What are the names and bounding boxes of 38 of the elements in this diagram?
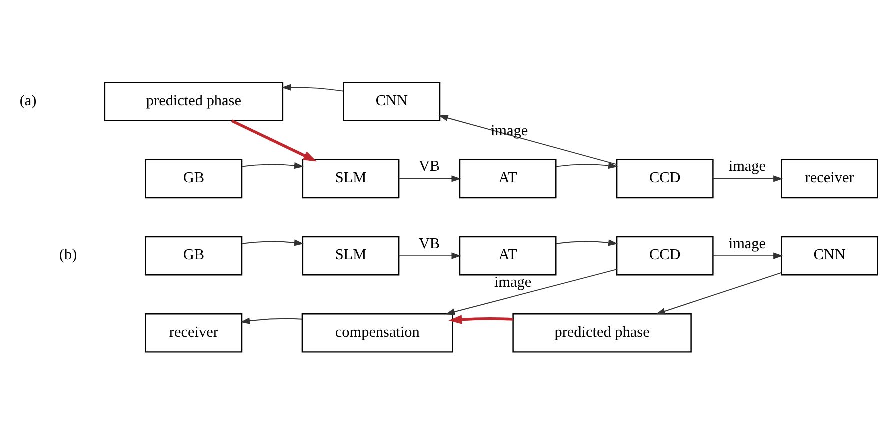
arrow	[556, 240, 618, 246]
node-box: GB	[145, 236, 243, 276]
node-box: SLM	[302, 236, 400, 276]
arrow	[282, 84, 344, 92]
arrow	[438, 115, 618, 166]
node-box: CNN	[781, 236, 878, 276]
node-box: AT	[459, 159, 557, 199]
label: (a)	[20, 92, 37, 110]
node-box: receiver	[145, 314, 243, 353]
node-box: CCD	[616, 159, 714, 199]
arrow	[448, 315, 514, 324]
edge-label: VB	[418, 235, 440, 252]
arrow	[398, 176, 462, 182]
arrow	[231, 120, 317, 162]
edge-label: image	[490, 122, 528, 140]
edge-label: image	[728, 158, 766, 176]
node-box: SLM	[302, 159, 400, 199]
arrow	[242, 240, 304, 246]
arrow	[712, 176, 784, 182]
node-box: CNN	[343, 82, 441, 122]
node-box: predicted phase	[512, 314, 692, 353]
arrow	[398, 252, 462, 260]
arrow	[446, 269, 618, 316]
label: (b)	[59, 246, 78, 264]
edge-label: VB	[418, 158, 440, 176]
node-box: CCD	[616, 236, 714, 276]
node-box: compensation	[302, 314, 454, 353]
edge-label: image	[494, 274, 532, 291]
arrow	[656, 272, 782, 315]
arrow	[240, 318, 303, 324]
arrow	[242, 162, 304, 170]
node-box: predicted phase	[104, 82, 284, 122]
node-box: GB	[145, 159, 243, 199]
node-box: AT	[459, 236, 557, 276]
arrow	[712, 252, 784, 260]
edge-label: image	[728, 235, 766, 252]
arrow	[556, 162, 618, 170]
node-box: receiver	[781, 159, 878, 199]
